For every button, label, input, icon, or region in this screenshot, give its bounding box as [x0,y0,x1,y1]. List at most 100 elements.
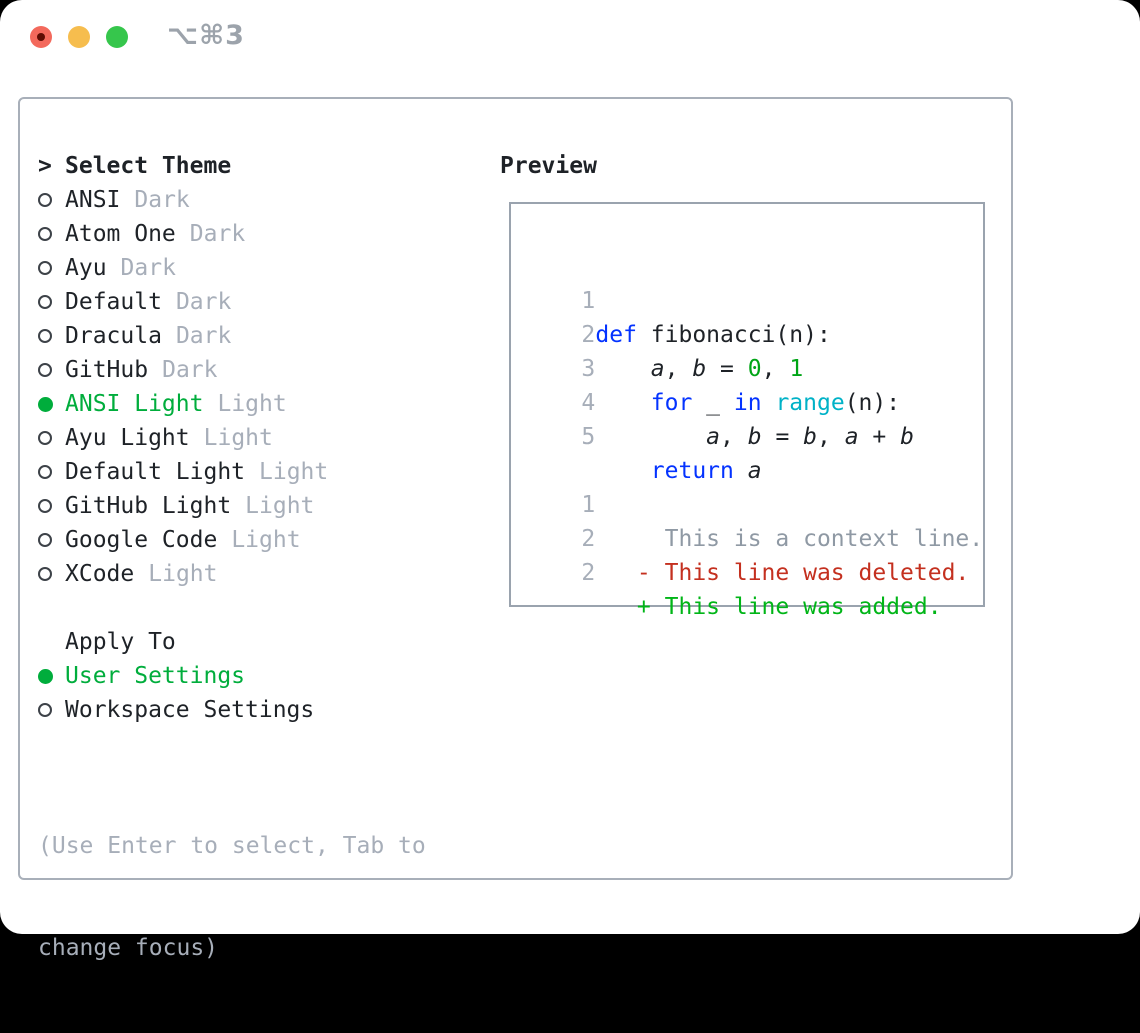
theme-option[interactable]: Google Code Light [38,523,328,557]
code-token-fg [595,356,650,382]
code-token-fg: , [664,356,693,382]
radio-icon [38,261,52,275]
help-text: (Use Enter to select, Tab to change focu… [38,761,426,1033]
theme-options: ANSI Dark Atom One Dark Ayu Dark Default… [38,183,328,591]
code-line: 5 return a [526,386,983,484]
code-line: 2 + This line was added. [526,522,983,620]
code-tokens: def fibonacci(n): [595,322,830,348]
code-tokens: for _ in range(n): [595,390,900,416]
code-token-fg: , [817,424,845,450]
theme-option[interactable]: ANSI Dark [38,183,328,217]
apply-to-option[interactable]: User Settings [38,659,314,693]
code-token-fg [595,424,706,450]
code-token-fg: = [761,424,804,450]
code-line: 4 a, b = b, a + b [526,352,983,450]
theme-list: > Select Theme ANSI Dark Atom One Dark A… [38,149,328,591]
code-tokens: This is a context line. [595,526,984,552]
radio-cell [38,363,65,377]
theme-option[interactable]: Default Dark [38,285,328,319]
theme-variant: Light [231,527,301,553]
code-token-fg [762,390,776,416]
theme-option[interactable]: Ayu Light Light [38,421,328,455]
theme-option[interactable]: Atom One Dark [38,217,328,251]
radio-icon [38,227,52,241]
code-line: 1 This is a context line. [526,454,983,552]
theme-option[interactable]: Dracula Dark [38,319,328,353]
code-token-builtin: range [775,390,845,416]
theme-name: Ayu [65,255,107,281]
theme-name: Default [65,289,162,315]
theme-option[interactable]: Default Light Light [38,455,328,489]
code-token-fg: = [706,356,748,382]
theme-option[interactable]: GitHub Light Light [38,489,328,523]
close-button[interactable] [30,26,52,48]
code-tokens: - This line was deleted. [595,560,969,586]
code-token-kw: in [733,390,762,416]
radio-icon [38,533,52,547]
theme-name: Default Light [65,459,246,485]
radio-icon [38,431,52,445]
code-line: 2 - This line was deleted. [526,488,983,586]
radio-icon [38,363,52,377]
minimize-button[interactable] [68,26,90,48]
code-tokens: + This line was added. [595,594,942,620]
code-token-fg: fibonacci(n): [636,322,831,348]
radio-cell [38,499,65,513]
radio-cell [38,703,65,717]
code-token-fg: , [761,356,790,382]
code-token-num: 0 [747,356,762,382]
code-token-fg: + [858,424,901,450]
code-tokens: a, b = b, a + b [595,424,914,450]
line-number: 1 [581,492,596,518]
radio-cell [38,567,65,581]
theme-name: Dracula [65,323,162,349]
theme-option[interactable]: Ayu Dark [38,251,328,285]
code-token-var: a [844,424,859,450]
theme-variant: Dark [120,255,176,281]
apply-to-option-label: User Settings [65,663,246,689]
apply-to-option[interactable]: Workspace Settings [38,693,314,727]
theme-variant: Dark [175,323,232,349]
titlebar [30,26,128,48]
apply-to-section: Apply To User Settings Workspace Setting… [38,625,314,727]
radio-icon [38,329,52,343]
code-line: 1 def fibonacci(n): [526,250,983,348]
theme-option[interactable]: XCode Light [38,557,328,591]
radio-cell [38,261,65,275]
help-text-line2: change focus) [38,935,219,961]
code-tokens: a, b = 0, 1 [595,356,803,382]
code-token-var: b [692,356,707,382]
code-token-fg [595,390,650,416]
zoom-button[interactable] [106,26,128,48]
code-token-add: + This line was added. [595,594,942,620]
radio-cell [38,193,65,207]
code-line: 3 for _ in range(n): [526,318,983,416]
close-dot-icon [37,33,45,41]
theme-name: Google Code [65,527,218,553]
line-number: 4 [581,390,596,416]
preview-box: 1 def fibonacci(n): 2 a, b = 0, 1 3 for … [509,202,985,620]
code-line: 2 a, b = 0, 1 [526,284,983,382]
theme-variant: Dark [162,357,218,383]
code-preview: 1 def fibonacci(n): 2 a, b = 0, 1 3 for … [511,204,983,620]
help-text-line1: (Use Enter to select, Tab to [38,833,426,859]
code-token-num: 1 [789,356,804,382]
radio-icon [38,567,52,581]
theme-name: XCode [65,561,135,587]
radio-icon [38,465,52,479]
theme-name: Ayu Light [65,425,190,451]
radio-icon [38,295,52,309]
code-token-ctx: This is a context line. [595,526,984,552]
line-number: 2 [581,560,596,586]
theme-option[interactable]: ANSI Light Light [38,387,328,421]
code-token-kw: def [595,322,637,348]
radio-cell [38,396,65,412]
radio-cell [38,431,65,445]
theme-name: GitHub [65,357,149,383]
theme-option[interactable]: GitHub Dark [38,353,328,387]
radio-cell [38,668,65,684]
code-token-var: b [747,424,762,450]
apply-to-option-label: Workspace Settings [65,697,315,723]
code-token-kw: return [650,458,734,484]
line-number: 5 [581,424,596,450]
